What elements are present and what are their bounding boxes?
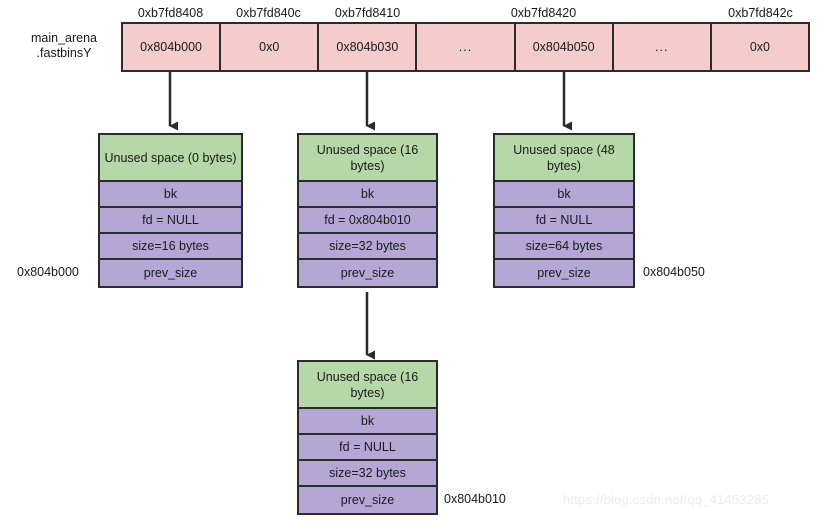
chunk-field-fd: fd = NULL: [299, 435, 436, 461]
chunk-field-bk: bk: [100, 182, 241, 208]
fastbin-cell-4[interactable]: 0x804b050: [515, 24, 614, 70]
watermark-url: https://blog.csdn.net/qq_41453285: [563, 492, 770, 507]
chunk-header-unused-space: Unused space (0 bytes): [100, 135, 241, 182]
chunk-block-804b000: Unused space (0 bytes) bk fd = NULL size…: [98, 133, 243, 288]
chunk-field-size: size=32 bytes: [299, 234, 436, 260]
fastbin-cell-6[interactable]: 0x0: [711, 24, 808, 70]
chunk-field-fd: fd = NULL: [495, 208, 633, 234]
main-arena-label-line2: .fastbinsY: [36, 46, 92, 60]
fastbin-cell-1[interactable]: 0x0: [221, 24, 320, 70]
bin-address-label-1: 0xb7fd840c: [236, 6, 301, 20]
chunk-header-unused-space: Unused space (16 bytes): [299, 135, 436, 182]
chunk-block-804b010: Unused space (16 bytes) bk fd = NULL siz…: [297, 360, 438, 515]
chunk-field-fd: fd = NULL: [100, 208, 241, 234]
main-arena-label: main_arena .fastbinsY: [12, 31, 116, 61]
chunk-field-prev-size: prev_size: [100, 260, 241, 286]
fastbin-cell-5[interactable]: ...: [613, 24, 712, 70]
bin-address-label-6: 0xb7fd842c: [728, 6, 793, 20]
chunk-field-bk: bk: [299, 182, 436, 208]
chunk-field-size: size=32 bytes: [299, 461, 436, 487]
chunk-field-bk: bk: [299, 409, 436, 435]
chunk-header-unused-space: Unused space (16 bytes): [299, 362, 436, 409]
chunk-block-804b030: Unused space (16 bytes) bk fd = 0x804b01…: [297, 133, 438, 288]
main-arena-label-line1: main_arena: [30, 31, 97, 45]
bin-address-label-4: 0xb7fd8420: [510, 6, 577, 20]
fastbin-cell-3[interactable]: ...: [417, 24, 516, 70]
chunk-address-label-804b010: 0x804b010: [444, 492, 506, 506]
chunk-field-bk: bk: [495, 182, 633, 208]
fastbins-array: 0x804b000 0x0 0x804b030 ... 0x804b050 ..…: [121, 22, 810, 72]
bin-address-label-0: 0xb7fd8408: [137, 6, 204, 20]
bin-address-label-2: 0xb7fd8410: [334, 6, 401, 20]
chunk-field-prev-size: prev_size: [495, 260, 633, 286]
chunk-address-label-804b000: 0x804b000: [17, 265, 79, 279]
chunk-field-prev-size: prev_size: [299, 487, 436, 513]
chunk-address-label-804b050: 0x804b050: [643, 265, 705, 279]
chunk-field-prev-size: prev_size: [299, 260, 436, 286]
fastbin-cell-0[interactable]: 0x804b000: [123, 24, 222, 70]
fastbin-cell-2[interactable]: 0x804b030: [319, 24, 418, 70]
chunk-field-size: size=16 bytes: [100, 234, 241, 260]
chunk-header-unused-space: Unused space (48 bytes): [495, 135, 633, 182]
chunk-field-fd: fd = 0x804b010: [299, 208, 436, 234]
chunk-field-size: size=64 bytes: [495, 234, 633, 260]
chunk-block-804b050: Unused space (48 bytes) bk fd = NULL siz…: [493, 133, 635, 288]
